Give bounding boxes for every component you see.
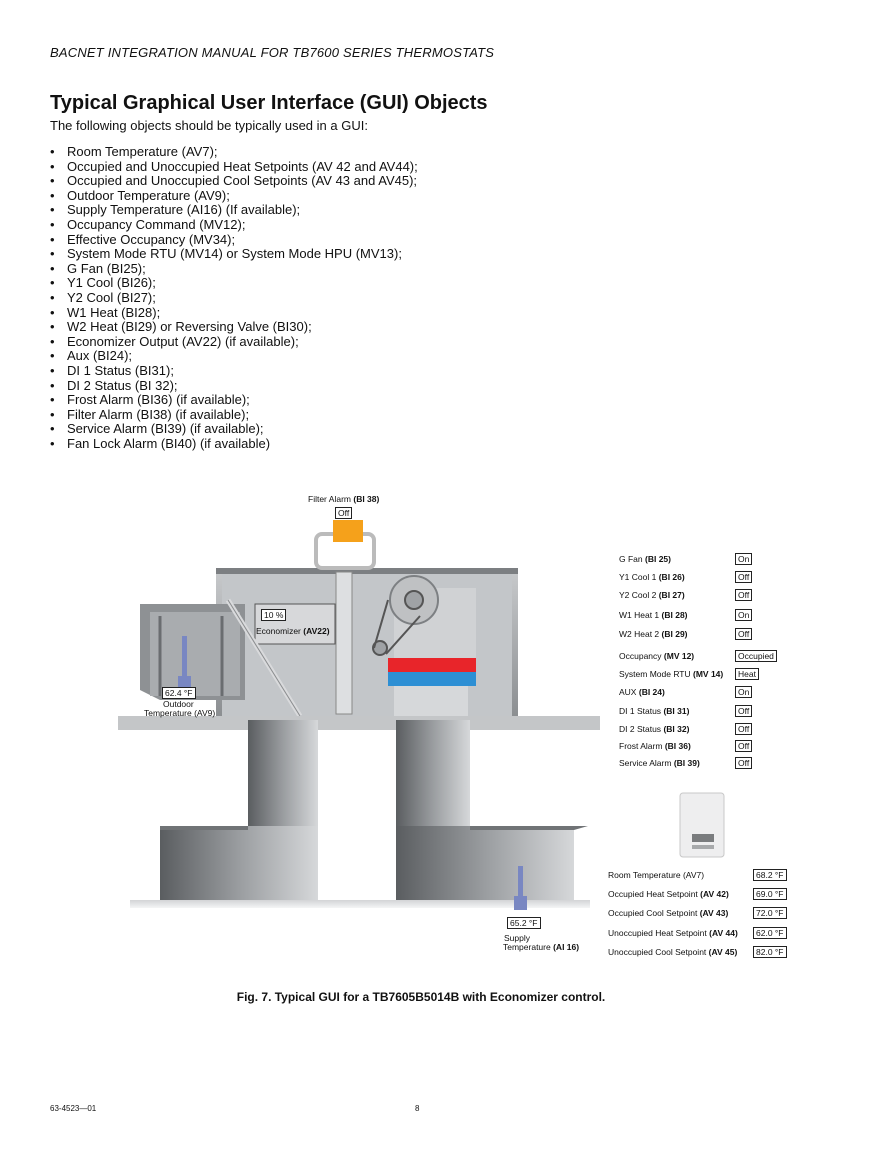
- setpoint-label: Occupied Heat Setpoint (AV 42): [608, 889, 729, 899]
- supply-temp-value: 65.2 °F: [507, 917, 541, 929]
- status-point-label: W1 Heat 1 (BI 28): [619, 610, 688, 620]
- filter-alarm-label: Filter Alarm (BI 38): [308, 494, 380, 504]
- status-point-label: Y1 Cool 1 (BI 26): [619, 572, 685, 582]
- setpoint-value: 69.0 °F: [753, 888, 787, 900]
- section-title: Typical Graphical User Interface (GUI) O…: [50, 92, 488, 114]
- status-point-label: Service Alarm (BI 39): [619, 758, 700, 768]
- gui-objects-list: Room Temperature (AV7);Occupied and Unoc…: [50, 144, 418, 452]
- status-point-value: Heat: [735, 668, 759, 680]
- filter-alarm-value: Off: [335, 507, 353, 519]
- status-point-value: Off: [735, 589, 753, 601]
- status-point-value: Off: [735, 628, 753, 640]
- gui-object-item: Fan Lock Alarm (BI40) (if available): [50, 436, 418, 452]
- status-point-value: Occupied: [735, 650, 777, 662]
- supply-temp-label-1: Supply: [504, 933, 530, 943]
- status-point-value: Off: [735, 705, 753, 717]
- status-point-value: Off: [735, 723, 753, 735]
- status-point-label: Occupancy (MV 12): [619, 651, 695, 661]
- status-point-label: Y2 Cool 2 (BI 27): [619, 590, 685, 600]
- gui-object-item: Frost Alarm (BI36) (if available);: [50, 392, 418, 408]
- setpoint-label: Occupied Cool Setpoint (AV 43): [608, 908, 729, 918]
- setpoint-label: Room Temperature (AV7): [608, 870, 705, 880]
- setpoint-value: 68.2 °F: [753, 869, 787, 881]
- gui-object-item: Occupied and Unoccupied Cool Setpoints (…: [50, 174, 418, 189]
- outdoor-temp-label-1: Outdoor: [163, 699, 194, 709]
- intro-text: The following objects should be typicall…: [50, 118, 368, 133]
- supply-temp-label-2: Temperature (AI 16): [503, 942, 580, 952]
- economizer-label: Economizer (AV22): [256, 626, 330, 636]
- gui-object-item: Filter Alarm (BI38) (if available);: [50, 407, 418, 423]
- running-header: BACNET INTEGRATION MANUAL FOR TB7600 SER…: [50, 45, 495, 60]
- gui-object-item: G Fan (BI25);: [50, 261, 418, 277]
- gui-object-item: Y1 Cool (BI26);: [50, 276, 418, 291]
- economizer-value: 10 %: [261, 609, 287, 621]
- gui-object-item: Supply Temperature (AI16) (If available)…: [50, 203, 418, 218]
- gui-object-item: Room Temperature (AV7);: [50, 144, 418, 160]
- gui-object-item: Y2 Cool (BI27);: [50, 290, 418, 306]
- gui-object-item: Occupied and Unoccupied Heat Setpoints (…: [50, 159, 418, 175]
- setpoint-value: 72.0 °F: [753, 907, 787, 919]
- status-point-label: AUX (BI 24): [619, 687, 665, 697]
- status-point-value: On: [735, 553, 753, 565]
- gui-object-item: DI 2 Status (BI 32);: [50, 378, 418, 394]
- outdoor-temp-value: 62.4 °F: [162, 687, 196, 699]
- status-point-label: G Fan (BI 25): [619, 554, 671, 564]
- page-number: 8: [415, 1104, 420, 1113]
- status-point-value: On: [735, 609, 753, 621]
- setpoint-label: Unoccupied Cool Setpoint (AV 45): [608, 947, 738, 957]
- gui-object-item: W1 Heat (BI28);: [50, 305, 418, 321]
- gui-object-item: Effective Occupancy (MV34);: [50, 232, 418, 248]
- gui-object-item: Service Alarm (BI39) (if available);: [50, 422, 418, 437]
- figure-caption: Fig. 7. Typical GUI for a TB7605B5014B w…: [236, 990, 606, 1004]
- status-point-label: DI 2 Status (BI 32): [619, 724, 690, 734]
- gui-object-item: System Mode RTU (MV14) or System Mode HP…: [50, 247, 418, 262]
- gui-object-item: Occupancy Command (MV12);: [50, 217, 418, 233]
- status-point-label: System Mode RTU (MV 14): [619, 669, 724, 679]
- doc-number: 63-4523—01: [50, 1104, 97, 1113]
- gui-object-item: DI 1 Status (BI31);: [50, 363, 418, 379]
- gui-object-item: Aux (BI24);: [50, 349, 418, 364]
- status-point-label: Frost Alarm (BI 36): [619, 741, 691, 751]
- status-point-value: Off: [735, 571, 753, 583]
- setpoint-value: 62.0 °F: [753, 927, 787, 939]
- setpoint-value: 82.0 °F: [753, 946, 787, 958]
- outdoor-temp-label-2: Temperature (AV9): [144, 708, 216, 718]
- status-point-value: Off: [735, 740, 753, 752]
- gui-object-item: Economizer Output (AV22) (if available);: [50, 334, 418, 350]
- gui-object-item: Outdoor Temperature (AV9);: [50, 188, 418, 204]
- setpoint-label: Unoccupied Heat Setpoint (AV 44): [608, 928, 738, 938]
- status-point-value: Off: [735, 757, 753, 769]
- status-point-label: W2 Heat 2 (BI 29): [619, 629, 688, 639]
- status-point-value: On: [735, 686, 753, 698]
- gui-object-item: W2 Heat (BI29) or Reversing Valve (BI30)…: [50, 320, 418, 335]
- status-point-label: DI 1 Status (BI 31): [619, 706, 690, 716]
